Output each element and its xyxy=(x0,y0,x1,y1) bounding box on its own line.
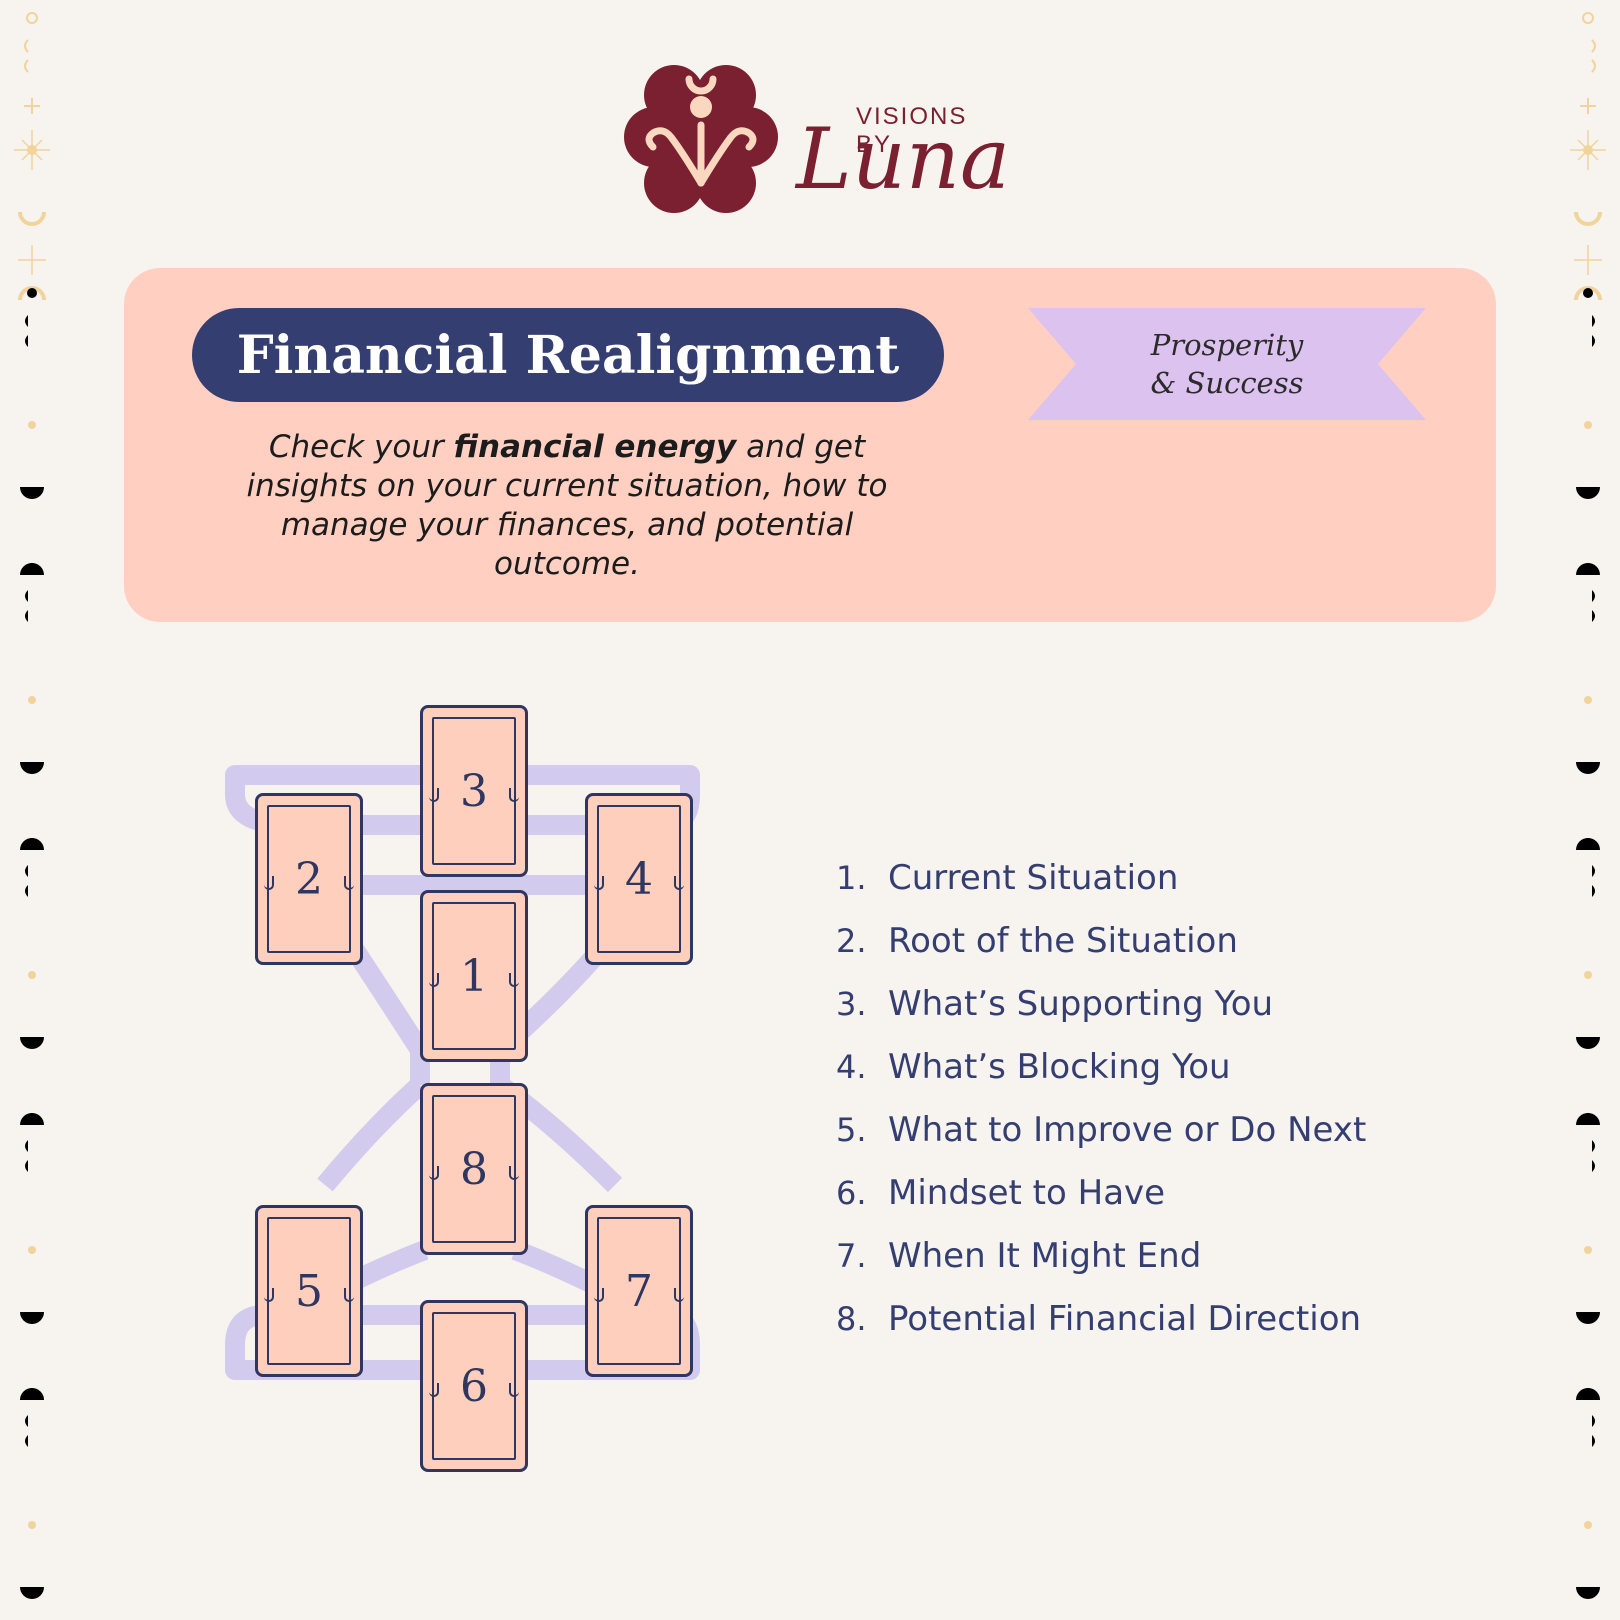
card-position-8: 8 xyxy=(420,1083,528,1255)
card-position-5: 5 xyxy=(255,1205,363,1377)
list-label: Mindset to Have xyxy=(888,1173,1166,1213)
list-label: Potential Financial Direction xyxy=(888,1299,1362,1339)
card-spread-layout: 3 2 4 1 8 5 7 6 xyxy=(225,705,735,1475)
spread-description: Check your financial energy and get insi… xyxy=(214,428,920,584)
list-number: 1. xyxy=(836,859,867,897)
spread-header-panel: Financial Realignment Check your financi… xyxy=(124,268,1496,622)
card-position-6: 6 xyxy=(420,1300,528,1472)
list-item: 2. Root of the Situation xyxy=(836,921,1366,984)
card-number: 8 xyxy=(460,1143,488,1195)
list-item: 1. Current Situation xyxy=(836,858,1366,921)
position-list: 1. Current Situation 2. Root of the Situat… xyxy=(836,858,1366,1362)
card-number: 5 xyxy=(295,1265,323,1317)
list-item: 4. What’s Blocking You xyxy=(836,1047,1366,1110)
list-label: Root of the Situation xyxy=(888,921,1238,961)
brand-logo: VISIONS BY Luna xyxy=(616,55,1010,225)
list-label: What’s Supporting You xyxy=(888,984,1274,1024)
list-number: 3. xyxy=(836,985,867,1023)
card-number: 7 xyxy=(625,1265,653,1317)
page-title: Financial Realignment xyxy=(236,324,900,386)
list-number: 2. xyxy=(836,922,867,960)
card-number: 1 xyxy=(460,950,488,1002)
clover-moon-icon xyxy=(624,65,778,213)
list-label: What to Improve or Do Next xyxy=(888,1110,1367,1150)
category-label: Prosperity & Success xyxy=(1028,326,1426,402)
brand-name: Luna xyxy=(796,110,1011,208)
list-number: 5. xyxy=(836,1111,867,1149)
description-prefix: Check your xyxy=(268,429,454,465)
list-label: Current Situation xyxy=(888,858,1179,898)
card-number: 4 xyxy=(625,853,653,905)
description-suffix: and get insights on your current situati… xyxy=(246,429,888,582)
card-number: 2 xyxy=(295,853,323,905)
brand-tagline: VISIONS BY xyxy=(856,103,968,158)
right-border-ornament xyxy=(1568,12,1608,1620)
left-border-ornament xyxy=(12,12,52,1620)
card-number: 3 xyxy=(460,765,488,817)
list-item: 5. What to Improve or Do Next xyxy=(836,1110,1366,1173)
list-number: 4. xyxy=(836,1048,867,1086)
card-position-7: 7 xyxy=(585,1205,693,1377)
category-line-2: & Success xyxy=(1150,366,1304,400)
card-number: 6 xyxy=(460,1360,488,1412)
list-label: When It Might End xyxy=(888,1236,1202,1276)
card-position-2: 2 xyxy=(255,793,363,965)
description-emphasis: financial energy xyxy=(453,429,737,465)
card-position-1: 1 xyxy=(420,890,528,1062)
list-number: 6. xyxy=(836,1174,867,1212)
category-ribbon: Prosperity & Success xyxy=(1028,308,1426,420)
list-item: 6. Mindset to Have xyxy=(836,1173,1366,1236)
list-item: 3. What’s Supporting You xyxy=(836,984,1366,1047)
card-position-4: 4 xyxy=(585,793,693,965)
card-position-3: 3 xyxy=(420,705,528,877)
list-label: What’s Blocking You xyxy=(888,1047,1231,1087)
title-pill: Financial Realignment xyxy=(192,308,944,402)
list-number: 8. xyxy=(836,1300,867,1338)
list-number: 7. xyxy=(836,1237,867,1275)
list-item: 8. Potential Financial Direction xyxy=(836,1299,1366,1362)
category-line-1: Prosperity xyxy=(1150,328,1304,362)
list-item: 7. When It Might End xyxy=(836,1236,1366,1299)
